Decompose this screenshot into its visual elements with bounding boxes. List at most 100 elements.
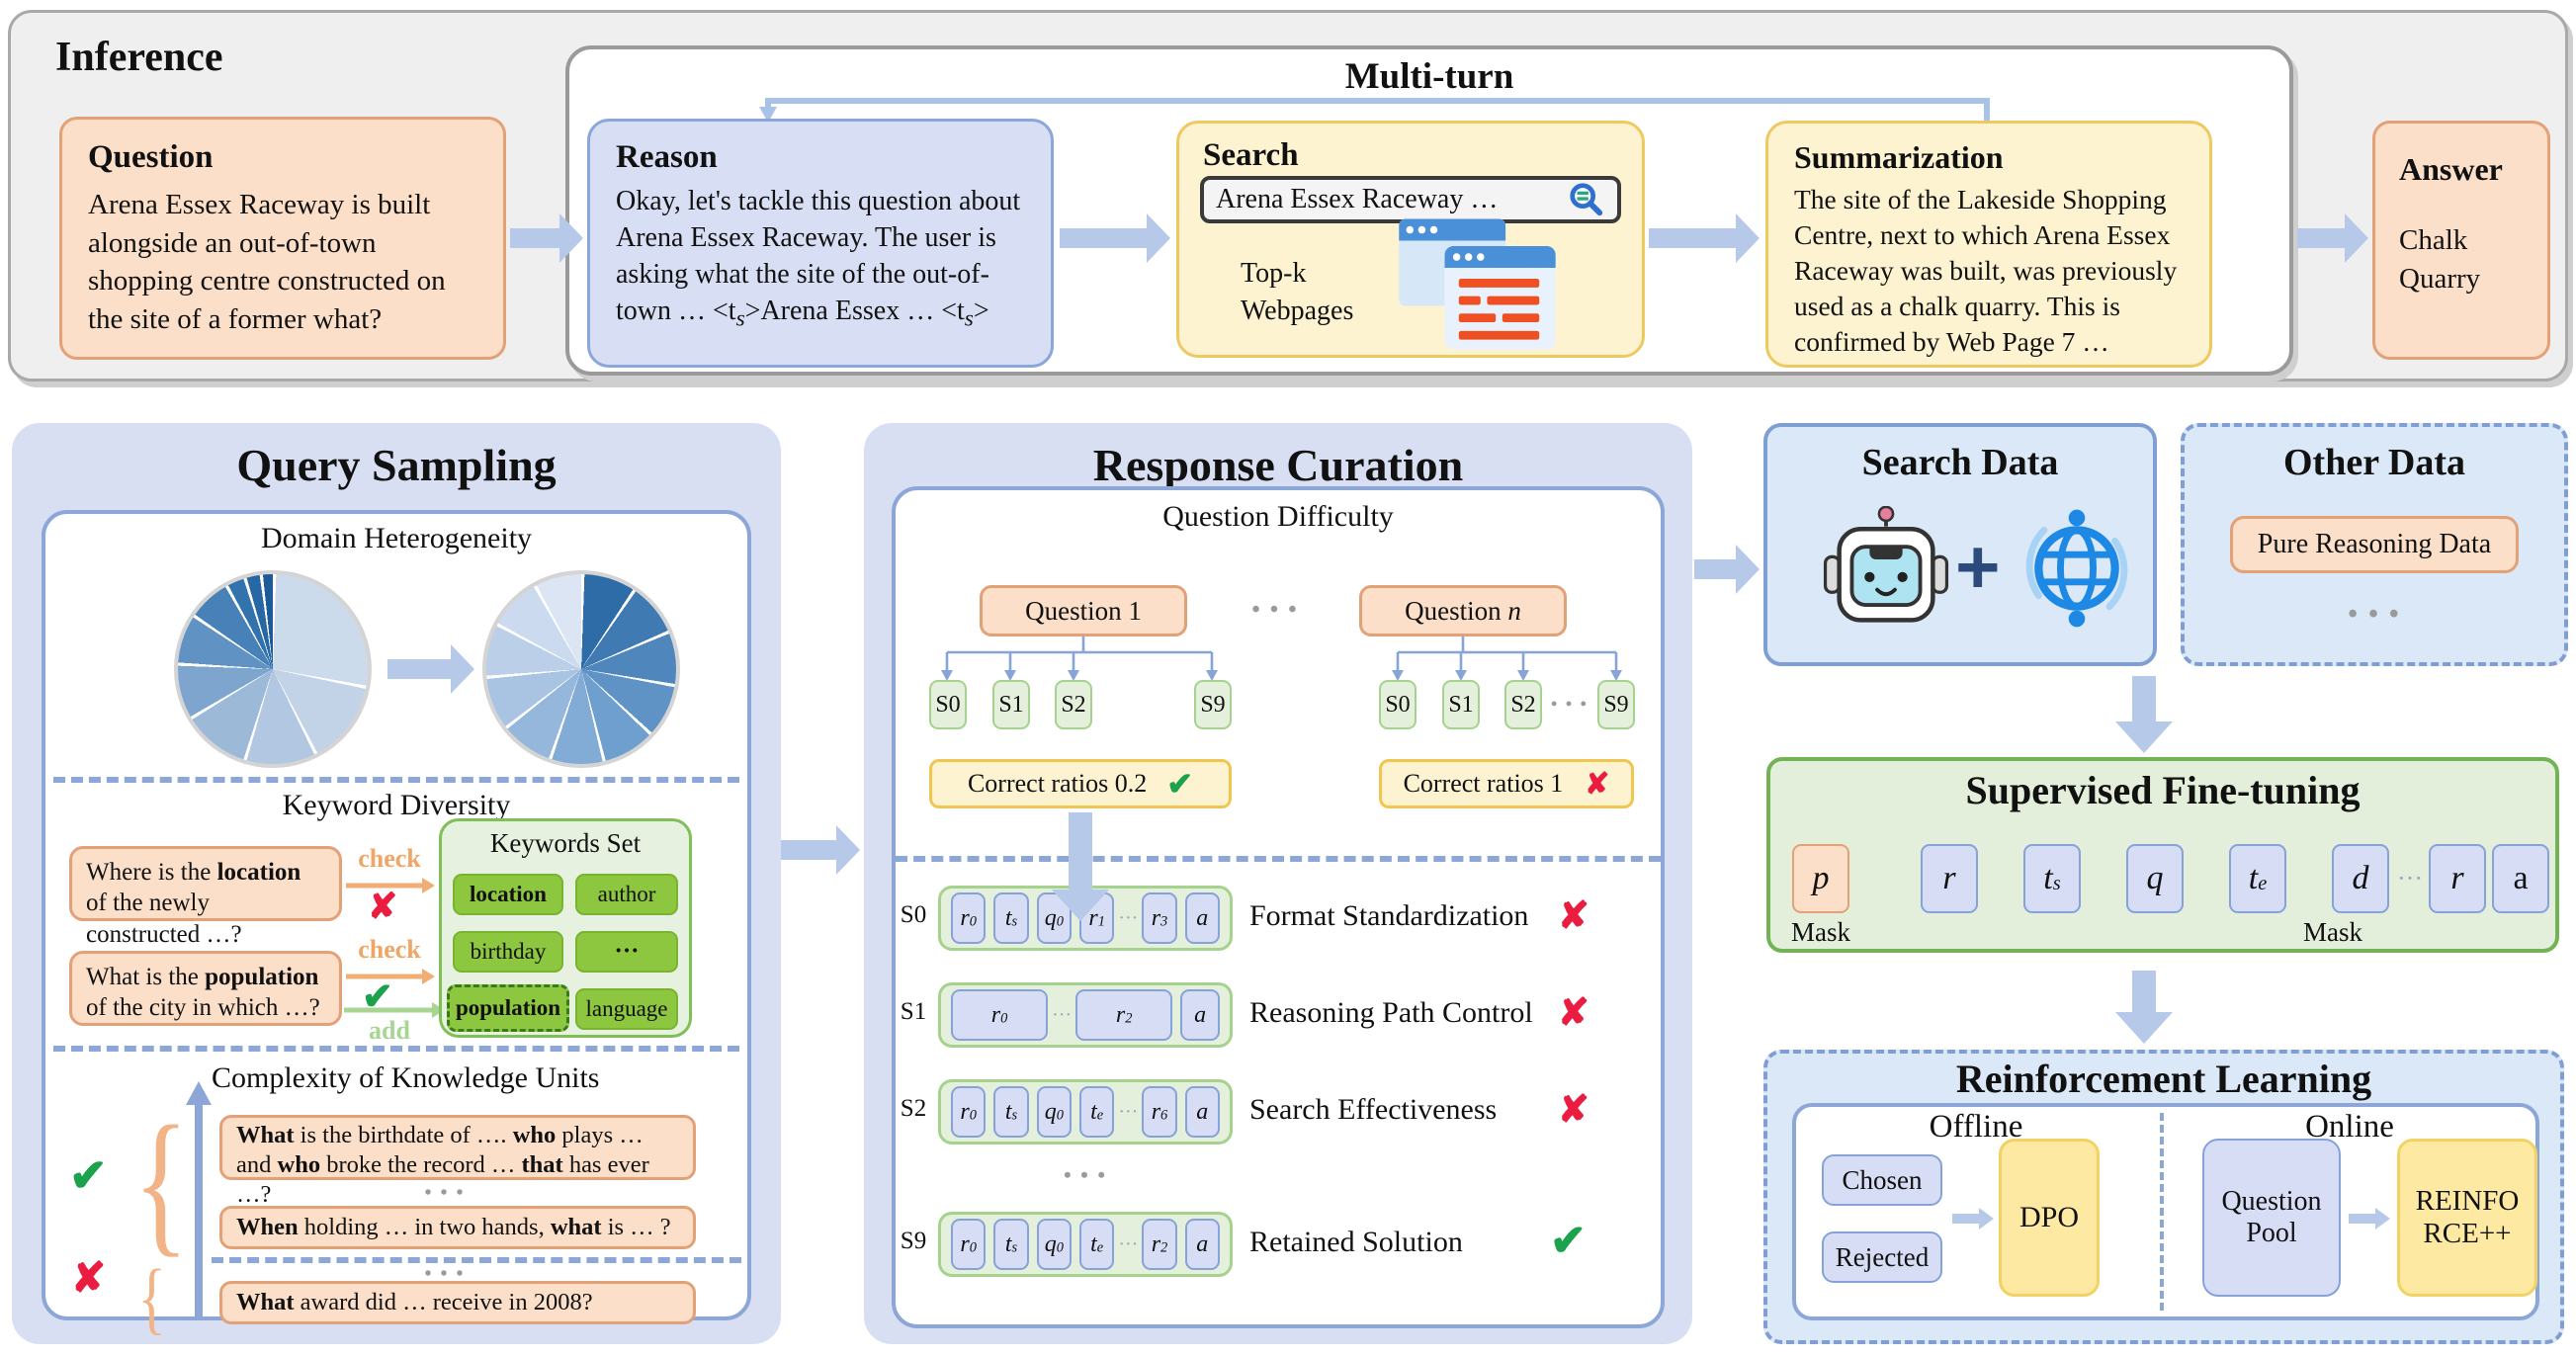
search-input[interactable]: Arena Essex Raceway …	[1216, 184, 1499, 214]
token-dots: ···	[1118, 1100, 1139, 1123]
arrow-rc-to-search-data	[1694, 544, 1760, 595]
complexity-title: Complexity of Knowledge Units	[212, 1061, 600, 1094]
complexity-question-b: When holding … in two hands, what is … ?	[219, 1206, 696, 1249]
search-heading: Search	[1203, 137, 1299, 173]
token-dots: ···	[1118, 1232, 1139, 1255]
keyword-chip-population: population	[447, 984, 569, 1032]
token-dots: ···	[1052, 1003, 1073, 1026]
arrow-ratio-to-rows	[1050, 812, 1111, 921]
multi-turn-title: Multi-turn	[1344, 56, 1514, 97]
answer-body: Chalk Quarry	[2399, 224, 2481, 296]
complexity-axis-arrow	[186, 1081, 212, 1105]
chosen-chip: Chosen	[1822, 1154, 1942, 1206]
complexity-question-a: What is the birthdate of …. who plays … …	[219, 1115, 696, 1208]
keywords-set-title: Keywords Set	[489, 828, 642, 858]
webpages-icon	[1399, 218, 1556, 350]
sample-chip: S9	[1597, 680, 1635, 729]
pure-reasoning-chip: Pure Reasoning Data	[2230, 516, 2519, 573]
ratio-tick-icon: ✔	[1166, 766, 1194, 802]
row-label-s9: S9	[900, 1228, 927, 1254]
keyword-chip-language: language	[575, 988, 678, 1030]
complexity-axis-shaft	[195, 1103, 203, 1316]
sample-dots: • • •	[1551, 694, 1589, 714]
row-label-s0: S0	[900, 901, 927, 928]
summarization-heading: Summarization	[1794, 139, 2004, 175]
response-curation-title: Response Curation	[1092, 440, 1464, 490]
globe-icon	[2025, 509, 2128, 628]
complexity-tick-icon: ✔	[69, 1150, 108, 1201]
question-n-tree	[1392, 636, 1622, 681]
rl-title: Reinforcement Learning	[1955, 1057, 2372, 1101]
kd-question-1: Where is the location of the newly const…	[69, 846, 342, 948]
arrow-pool-to-reinforce	[2349, 1208, 2390, 1230]
row-s9-desc: Retained Solution	[1249, 1226, 1463, 1258]
pie-chart-before	[174, 570, 372, 768]
keyword-chip-location: location	[453, 874, 563, 915]
correct-ratio-right: Correct ratios 1✘	[1379, 759, 1634, 808]
arrow-question-to-reason	[510, 213, 583, 263]
sft-token-dots: ···	[2397, 864, 2423, 892]
sft-token: a	[2492, 844, 2549, 913]
arrow-sft-to-rl	[2113, 971, 2175, 1044]
question-heading: Question	[88, 139, 214, 175]
row-s2-verdict: ✘	[1558, 1089, 1589, 1131]
reason-box: Reason Okay, let's tackle this question …	[587, 119, 1054, 368]
complexity-dots-1: • • •	[424, 1182, 466, 1204]
arrow-reason-to-search	[1060, 213, 1170, 263]
search-data-title: Search Data	[1861, 442, 2059, 483]
complexity-question-c: What award did … receive in 2008?	[219, 1281, 696, 1324]
sample-chip: S1	[1442, 680, 1480, 729]
question-n-box: Question n	[1359, 585, 1567, 636]
kd-check-arrow-1	[346, 878, 435, 893]
sft-token: q	[2126, 844, 2184, 913]
rl-divider	[2160, 1113, 2164, 1311]
query-sampling-title: Query Sampling	[236, 440, 557, 490]
question-body: Arena Essex Raceway is built alongside a…	[88, 189, 446, 335]
complexity-cross-icon: ✘	[71, 1256, 107, 1302]
row-label-s2: S2	[900, 1095, 927, 1122]
token-dots: ···	[1118, 906, 1139, 929]
topk-label: Top-k Webpages	[1241, 258, 1354, 326]
question-1-box: Question 1	[980, 585, 1187, 636]
robot-icon	[1823, 506, 1949, 623]
kd-cross-icon: ✘	[368, 887, 398, 926]
answer-heading: Answer	[2399, 151, 2503, 187]
arrow-data-to-sft	[2113, 676, 2175, 753]
qs-divider-1	[53, 777, 739, 783]
row-label-s1: S1	[900, 998, 927, 1025]
row-s9-verdict: ✔	[1550, 1217, 1587, 1265]
summarization-body: The site of the Lakeside Shopping Centre…	[1794, 184, 2178, 358]
search-magnifier-icon	[1570, 183, 1603, 216]
sample-chip: S9	[1194, 680, 1232, 729]
sft-token: r	[2429, 844, 2486, 913]
rl-offline-label: Offline	[1929, 1109, 2023, 1145]
row-s0-desc: Format Standardization	[1249, 899, 1529, 932]
keyword-chip-author: author	[575, 874, 678, 915]
row-s1-verdict: ✘	[1558, 992, 1589, 1034]
domain-heterogeneity-title: Domain Heterogeneity	[260, 522, 533, 554]
sft-title: Supervised Fine-tuning	[1965, 768, 2361, 812]
rejected-chip: Rejected	[1822, 1231, 1942, 1283]
complexity-divider	[212, 1257, 741, 1263]
rc-divider	[896, 856, 1661, 862]
answer-box: Answer Chalk Quarry	[2372, 121, 2550, 360]
complexity-brace-reject: {	[137, 1252, 166, 1342]
row-s0-verdict: ✘	[1558, 895, 1589, 937]
question-dots: • • •	[1251, 597, 1299, 623]
complexity-brace-accept: {	[132, 1094, 189, 1271]
arrow-summarization-to-answer	[2297, 213, 2368, 263]
keyword-chip-more: ···	[575, 931, 678, 973]
other-data-dots: • • •	[2348, 599, 2401, 630]
pie-chart-after	[482, 570, 680, 768]
summarization-box: Summarization The site of the Lakeside S…	[1765, 121, 2212, 368]
sample-chip: S1	[992, 680, 1030, 729]
sample-chip: S2	[1055, 680, 1092, 729]
question-box: Question Arena Essex Raceway is built al…	[59, 117, 506, 360]
arrow-pref-to-dpo	[1952, 1208, 1994, 1230]
